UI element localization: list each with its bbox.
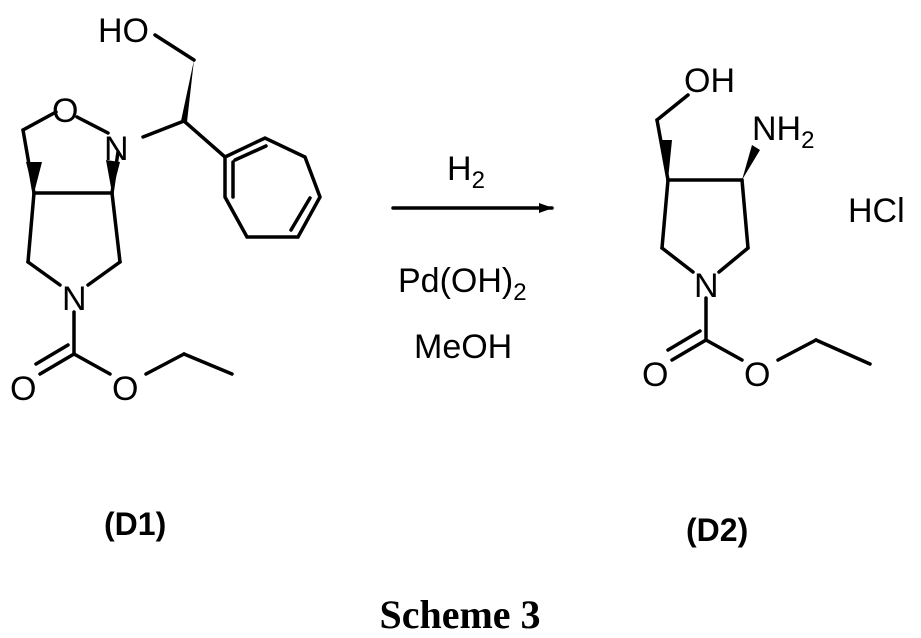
d1-bond-c-o-ester [74, 354, 110, 374]
compound-d2-structure: OH NH2 N O O HCl [642, 62, 905, 394]
d2-bond-ch2-n-right [719, 248, 748, 272]
d2-bond-ethyl [816, 340, 870, 364]
d1-atom-carbonyl-oxygen: O [10, 370, 36, 408]
d2-atom-amine: NH2 [752, 110, 814, 154]
d1-atom-pyrrolidine-nitrogen: N [62, 280, 87, 318]
d1-wedge-c3a [26, 162, 42, 193]
d1-bond-ch2-n-right [88, 262, 120, 285]
reagent-catalyst: Pd(OH)2 [398, 262, 527, 306]
d1-atom-ring-oxygen: O [52, 92, 78, 130]
reagent-solvent: MeOH [414, 328, 512, 366]
d1-bond-c6a-ch2 [112, 193, 120, 262]
d1-phenyl-double-2 [291, 198, 310, 230]
compound-label-d2: (D2) [686, 512, 748, 548]
d1-atom-ester-oxygen: O [112, 370, 138, 408]
d1-atom-ring-nitrogen: N [104, 130, 129, 168]
d1-atom-hydroxyl: HO [98, 12, 149, 50]
d2-atom-carbonyl-oxygen: O [642, 356, 668, 394]
compound-d1-structure: HO O N N O O [10, 12, 320, 408]
d1-wedge-bond-ch [181, 60, 194, 122]
d1-bond-ch-n [143, 121, 184, 137]
d2-bond-c3-ch2 [662, 180, 668, 248]
d2-bond-c4-ch2 [742, 180, 748, 248]
d1-bond-ethyl [184, 354, 232, 374]
d1-bond-ch-phenyl [184, 121, 225, 157]
d2-bond-c-o-ester [706, 340, 742, 360]
d2-salt-label: HCl [848, 192, 905, 230]
d1-bond-ch2-n-left [28, 262, 60, 285]
d1-phenyl-double-1 [235, 146, 266, 160]
d2-atom-hydroxyl: OH [684, 62, 735, 100]
d1-bond-ho-ch2 [155, 35, 194, 60]
d1-bond-c3a-ch2 [28, 193, 34, 262]
d1-phenyl-ring [225, 138, 320, 237]
reaction-arrow-group: H2 Pd(OH)2 MeOH [393, 150, 552, 366]
d1-bonds [23, 35, 320, 374]
reagent-h2: H2 [447, 150, 485, 194]
d2-wedge-c4-nh2 [742, 145, 760, 180]
d2-bond-o-ethyl [778, 340, 816, 360]
d1-bond-o-ethyl [146, 354, 184, 374]
d2-atom-ester-oxygen: O [744, 356, 770, 394]
d2-atom-pyrrolidine-nitrogen: N [694, 267, 719, 305]
scheme-caption: Scheme 3 [379, 592, 540, 637]
d2-bond-ch2-n-left [662, 248, 693, 272]
compound-label-d1: (D1) [104, 506, 166, 542]
